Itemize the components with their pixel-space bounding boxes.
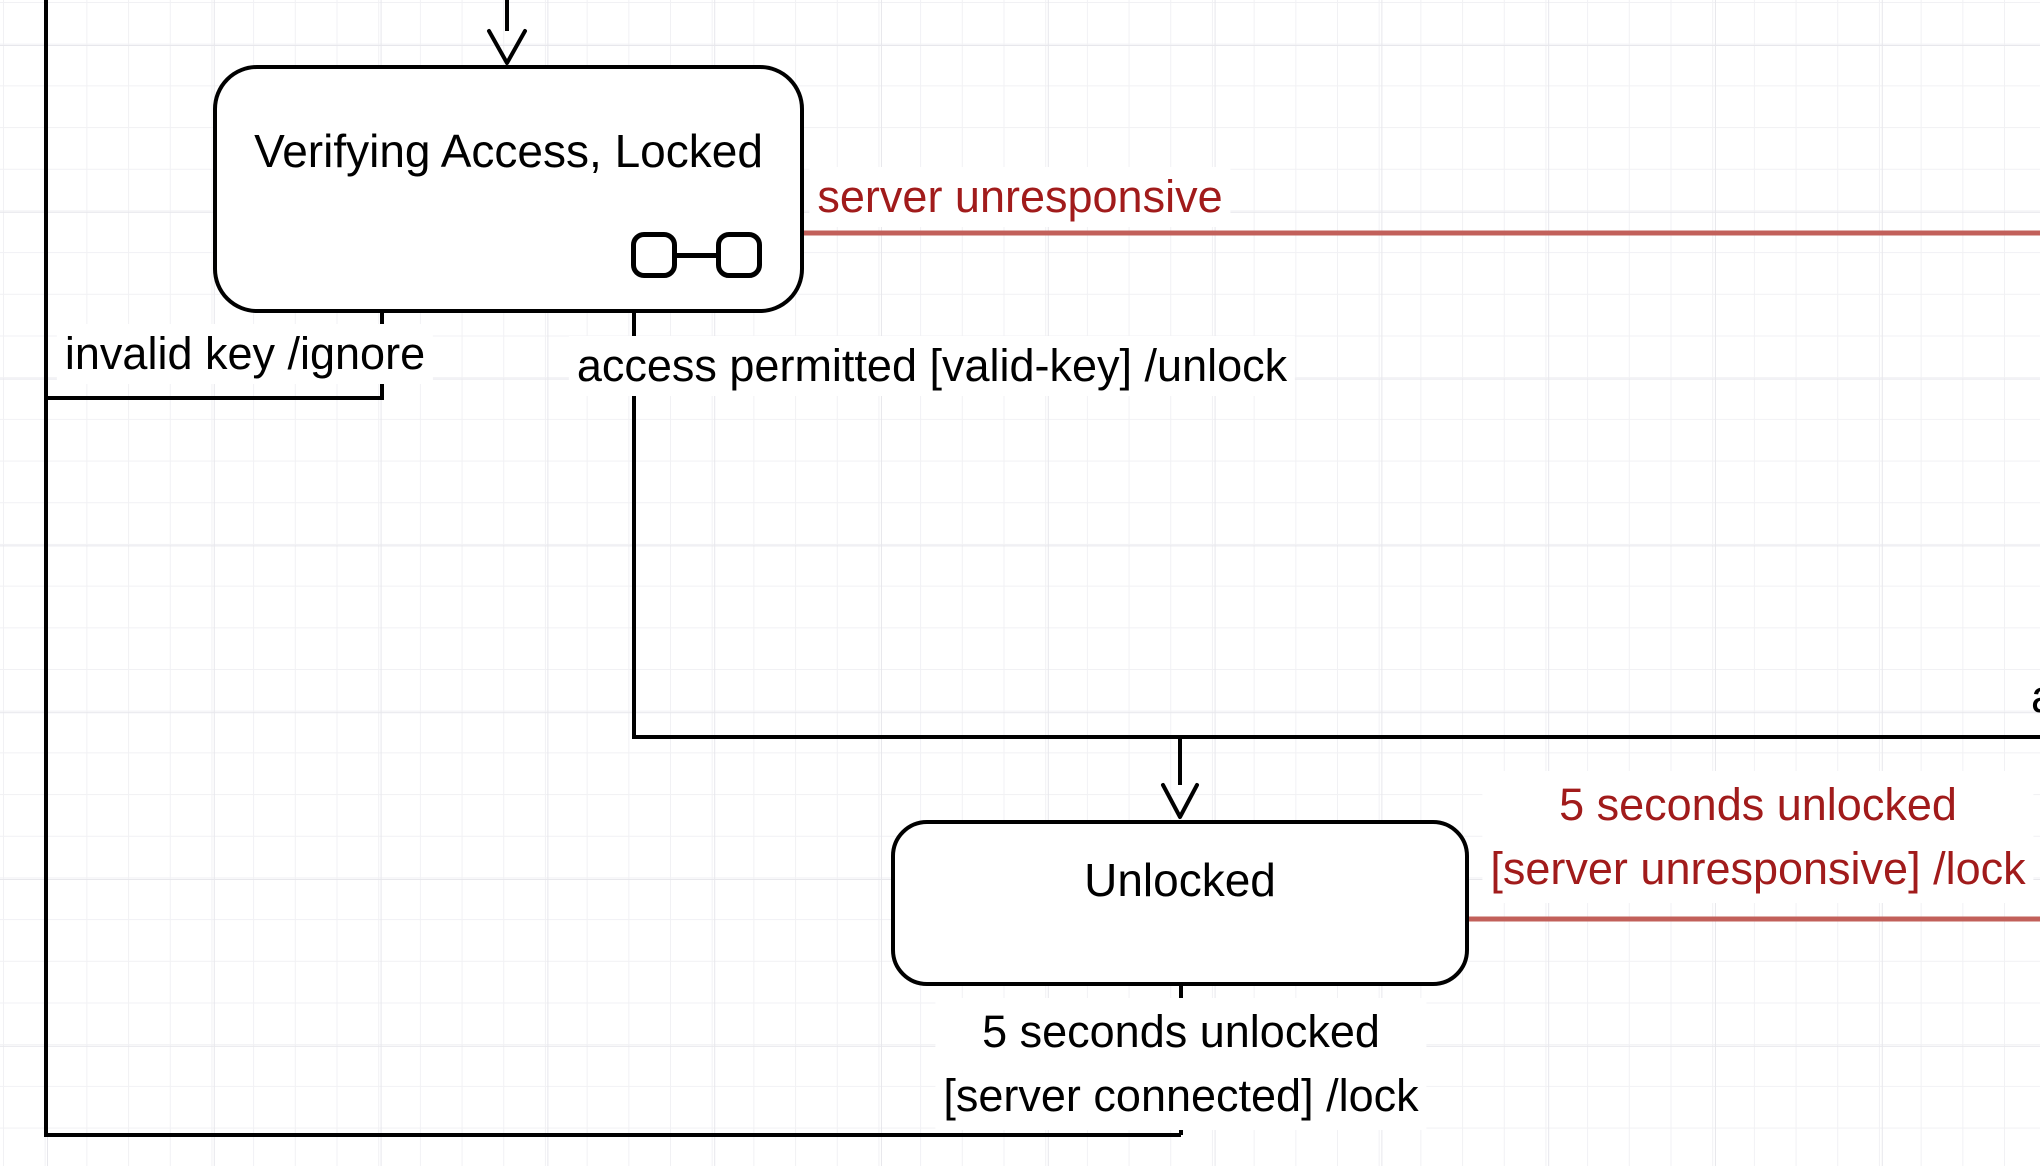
submachine-icon-right-square bbox=[716, 232, 762, 278]
edge-label-timeout-connected[interactable]: 5 seconds unlocked [server connected] /l… bbox=[935, 998, 1427, 1130]
edge-label-line1: 5 seconds unlocked bbox=[982, 1006, 1380, 1057]
state-verifying-access-locked[interactable]: Verifying Access, Locked bbox=[213, 65, 804, 313]
submachine-icon-left-square bbox=[631, 232, 677, 278]
state-unlocked[interactable]: Unlocked bbox=[891, 820, 1469, 986]
arrowhead-into-unlocked bbox=[1161, 783, 1199, 819]
edge-label-timeout-unresponsive[interactable]: 5 seconds unlocked [server unresponsive]… bbox=[1482, 771, 2034, 903]
edge-label-line2: [server unresponsive] /lock bbox=[1490, 843, 2026, 894]
edge-label-line1: 5 seconds unlocked bbox=[1559, 779, 1957, 830]
transition-line-access-permitted[interactable] bbox=[632, 313, 2040, 739]
edge-label-server-unresponsive[interactable]: server unresponsive bbox=[809, 167, 1231, 227]
submachine-icon-connector bbox=[677, 252, 716, 258]
submachine-link-icon bbox=[631, 232, 762, 278]
state-title: Unlocked bbox=[1084, 854, 1276, 906]
arrowhead-into-verifying bbox=[487, 29, 527, 65]
edge-label-line2: [server connected] /lock bbox=[943, 1070, 1419, 1121]
edge-label-access-permitted[interactable]: access permitted [valid-key] /unlock bbox=[568, 336, 1296, 396]
edge-label-invalid-key[interactable]: invalid key /ignore bbox=[56, 324, 434, 384]
state-title: Verifying Access, Locked bbox=[254, 125, 763, 177]
transition-line-left-loop[interactable] bbox=[44, 0, 1181, 1137]
edge-label-clipped-right[interactable]: a bbox=[2031, 671, 2040, 723]
